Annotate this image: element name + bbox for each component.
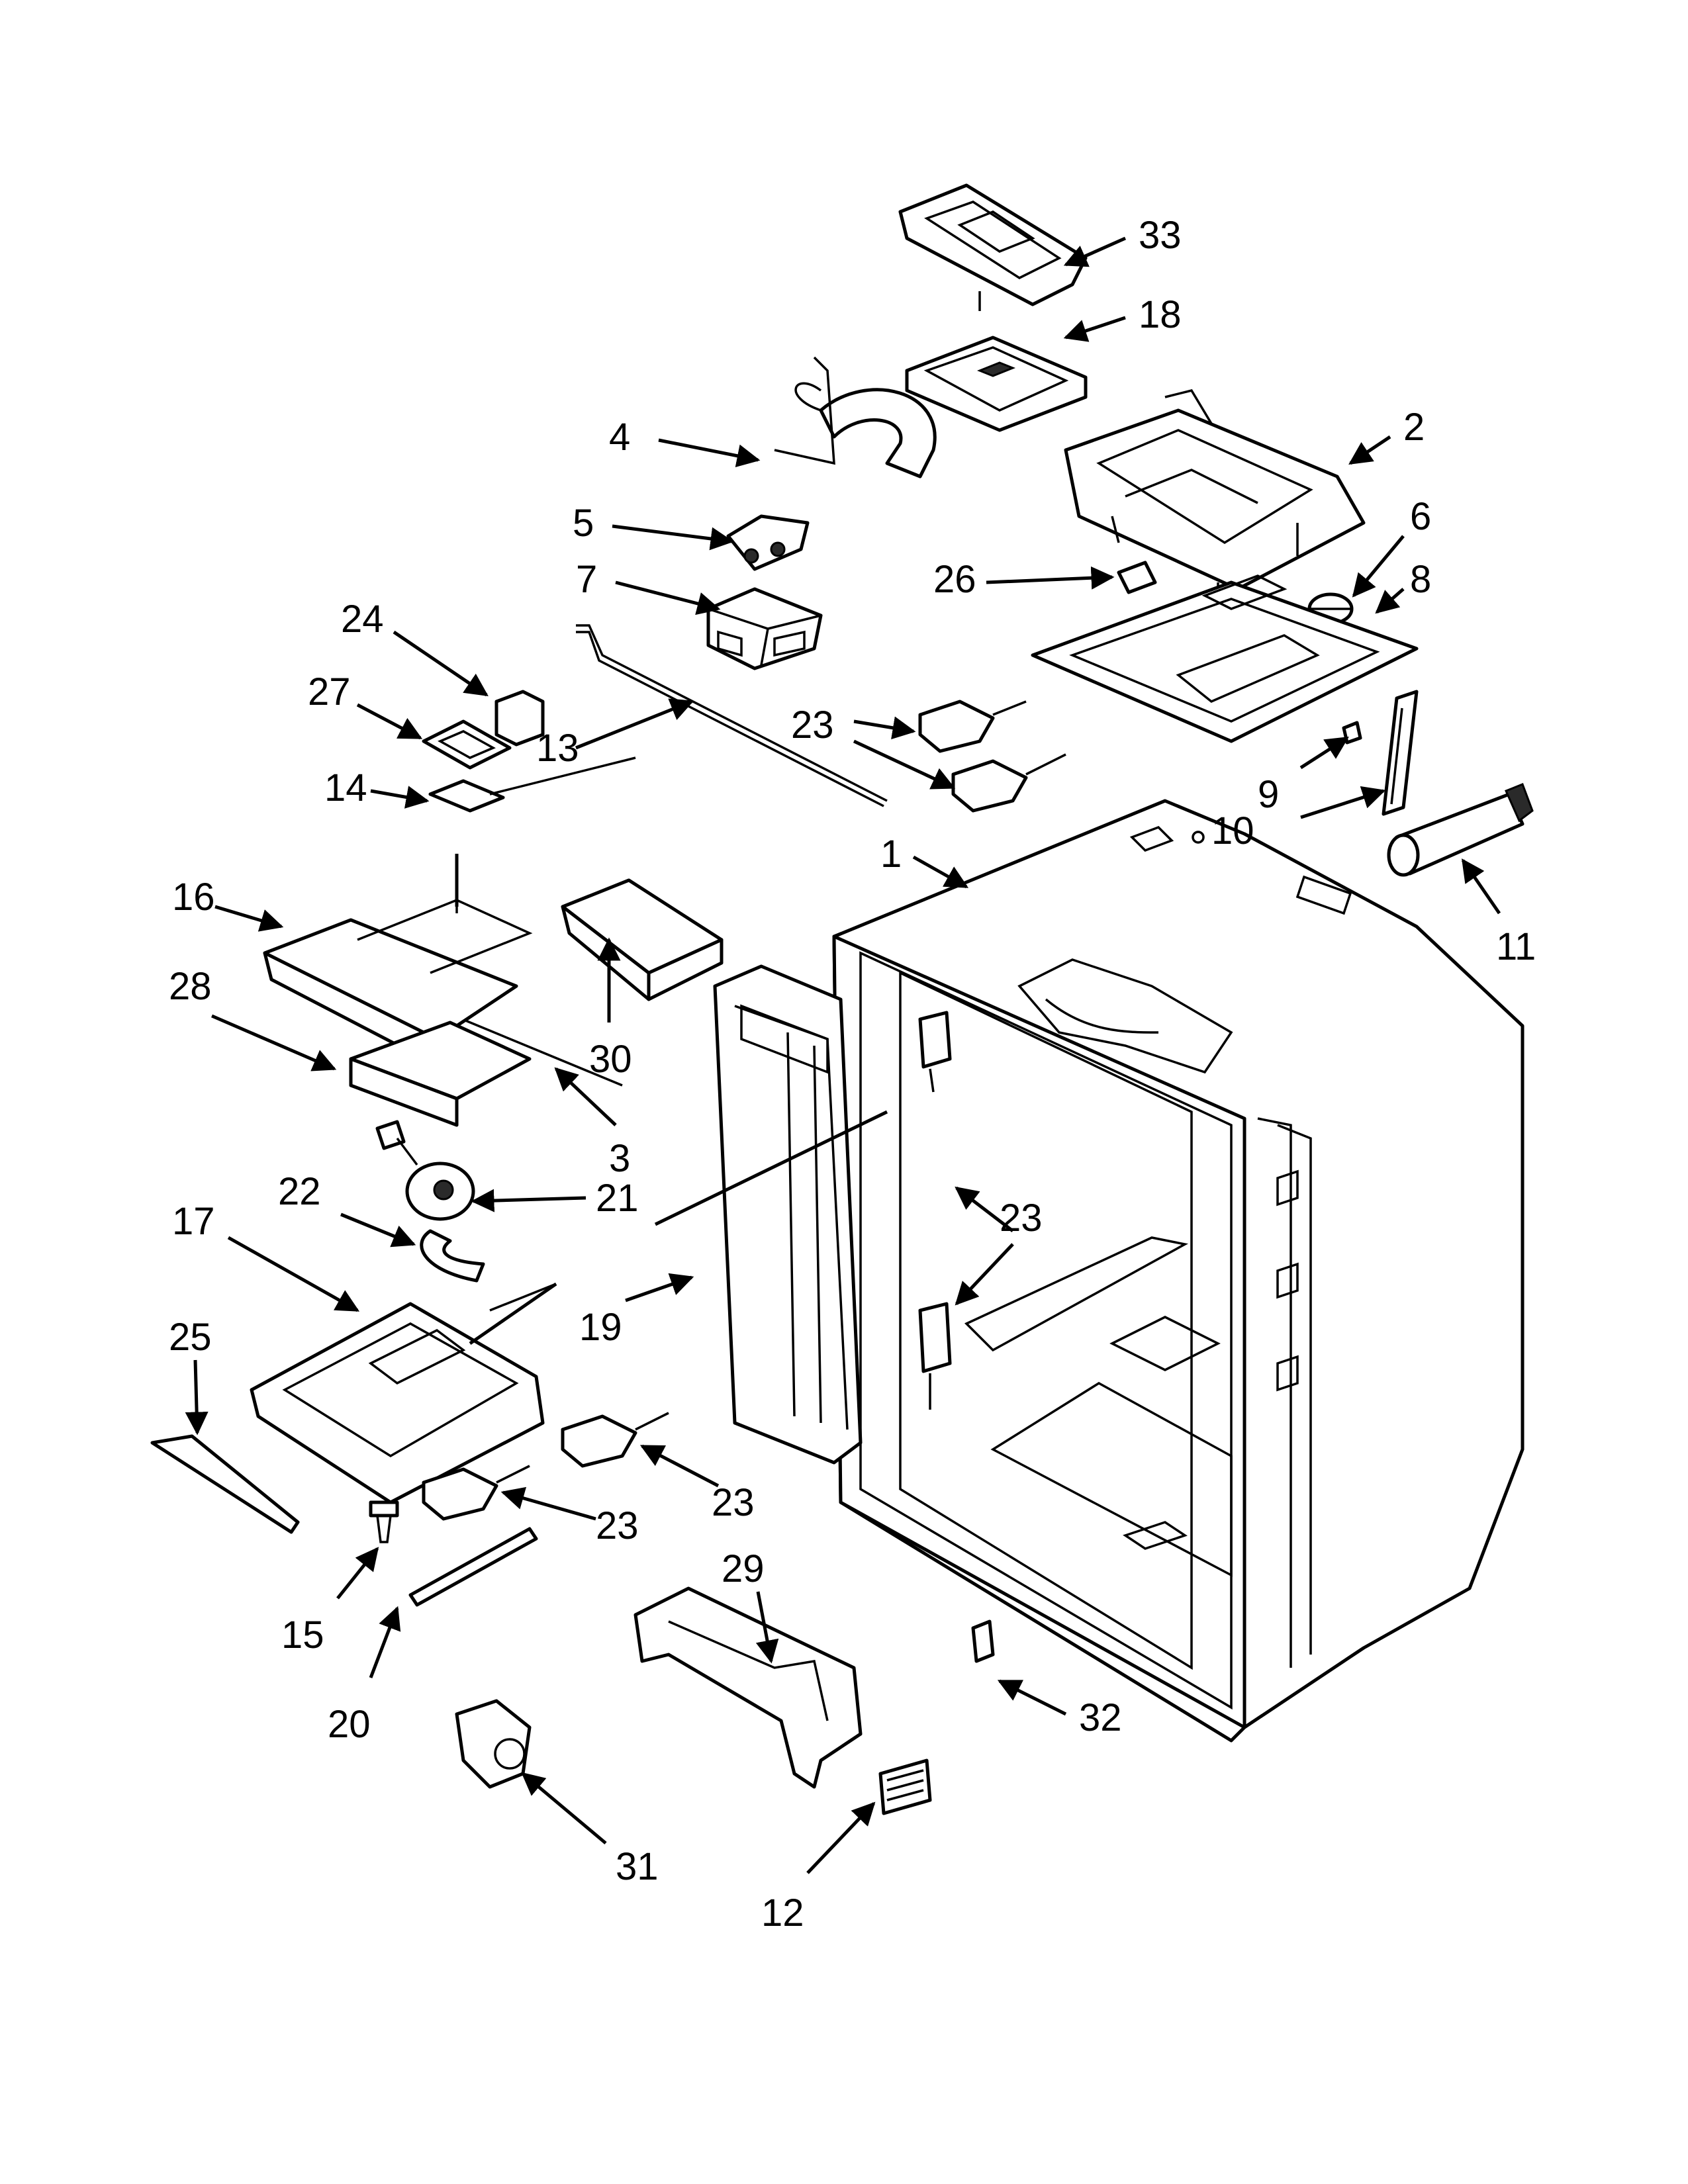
callout-10: 10 [1211, 809, 1254, 852]
callout-4: 4 [609, 416, 630, 459]
callout-20: 20 [328, 1703, 371, 1746]
part-15-screw[interactable] [369, 1500, 399, 1543]
callout-24: 24 [341, 598, 384, 641]
callout-17: 17 [172, 1200, 215, 1243]
part-17-dispenser-housing[interactable] [250, 1283, 557, 1504]
part-8-air-tower-panel[interactable] [1031, 574, 1419, 743]
callout-13: 13 [536, 727, 579, 770]
part-32-clip[interactable] [971, 1619, 995, 1663]
part-18-control-board[interactable] [905, 336, 1088, 432]
callout-15: 15 [281, 1614, 324, 1657]
callout-5: 5 [573, 502, 594, 545]
part-20-rail[interactable] [408, 1527, 538, 1607]
part-22-gasket[interactable] [420, 1229, 485, 1283]
callout-11: 11 [1496, 925, 1536, 968]
part-23-led-lamp-e[interactable] [561, 1412, 669, 1468]
callout-12: 12 [761, 1891, 804, 1934]
part-26-switch[interactable] [1117, 561, 1157, 594]
part-1-liner[interactable] [832, 799, 1524, 1743]
part-23-led-lamp-f[interactable] [422, 1465, 530, 1521]
callout-18: 18 [1139, 293, 1182, 336]
callout-29: 29 [722, 1547, 765, 1590]
part-2-control-housing[interactable] [1064, 388, 1366, 615]
callout-22: 22 [278, 1170, 321, 1213]
part-11-water-filter[interactable] [1387, 783, 1534, 877]
assembly-lines [455, 854, 888, 1345]
callout-23a: 23 [791, 704, 834, 747]
part-28-board-cover[interactable] [349, 1021, 532, 1127]
callout-32: 32 [1079, 1696, 1122, 1739]
part-33-control-cover[interactable] [898, 183, 1088, 311]
part-27-gasket[interactable] [422, 719, 512, 770]
part-23-led-lamp-d[interactable] [918, 1302, 952, 1410]
callout-21: 21 [596, 1177, 639, 1220]
callout-23c: 23 [712, 1481, 755, 1524]
callout-2: 2 [1403, 406, 1425, 449]
callout-14: 14 [324, 766, 367, 809]
callout-26: 26 [933, 558, 976, 601]
callout-6: 6 [1410, 495, 1431, 538]
callout-labels: 33 18 2 4 5 6 7 26 8 24 27 23 13 9 14 10… [169, 214, 1536, 1934]
part-10-light-lens-strip[interactable] [1382, 690, 1419, 816]
part-29-duct[interactable] [633, 1586, 863, 1789]
part-5-valve[interactable] [726, 514, 810, 571]
part-4-tube-harness[interactable] [774, 356, 937, 478]
part-7-light-housing[interactable] [706, 587, 823, 670]
part-14-bracket-bar[interactable] [428, 756, 636, 813]
callout-7: 7 [576, 558, 597, 601]
part-24-gasket-square[interactable] [494, 690, 545, 747]
callout-9: 9 [1258, 773, 1279, 816]
callout-33: 33 [1139, 214, 1182, 257]
callout-23b: 23 [1000, 1197, 1043, 1240]
callout-3: 3 [609, 1137, 630, 1180]
callout-8: 8 [1410, 558, 1431, 601]
callout-19: 19 [579, 1306, 622, 1349]
callout-25: 25 [169, 1316, 212, 1359]
part-19-air-tower[interactable] [713, 964, 863, 1465]
callout-30: 30 [589, 1038, 632, 1081]
callout-23d: 23 [596, 1504, 639, 1547]
callout-28: 28 [169, 965, 212, 1008]
callout-31: 31 [616, 1845, 659, 1888]
part-23-led-lamp-b[interactable] [951, 753, 1066, 813]
part-23-led-lamp-a[interactable] [918, 700, 1027, 753]
part-16-control-board-cover[interactable] [263, 887, 533, 1068]
part-21-fan-motor[interactable] [375, 1120, 475, 1221]
part-13-rod[interactable] [576, 624, 888, 807]
part-30-cover-box[interactable] [561, 878, 724, 1001]
callout-16: 16 [172, 876, 215, 919]
part-12-vent-grille[interactable] [878, 1758, 932, 1815]
part-31-motor-assembly[interactable] [455, 1699, 532, 1789]
callout-27: 27 [308, 670, 351, 713]
part-25-rail[interactable] [150, 1434, 300, 1534]
part-23-led-lamp-c[interactable] [918, 1011, 952, 1093]
leader-arrows [185, 236, 1501, 1874]
callout-1: 1 [880, 833, 902, 876]
